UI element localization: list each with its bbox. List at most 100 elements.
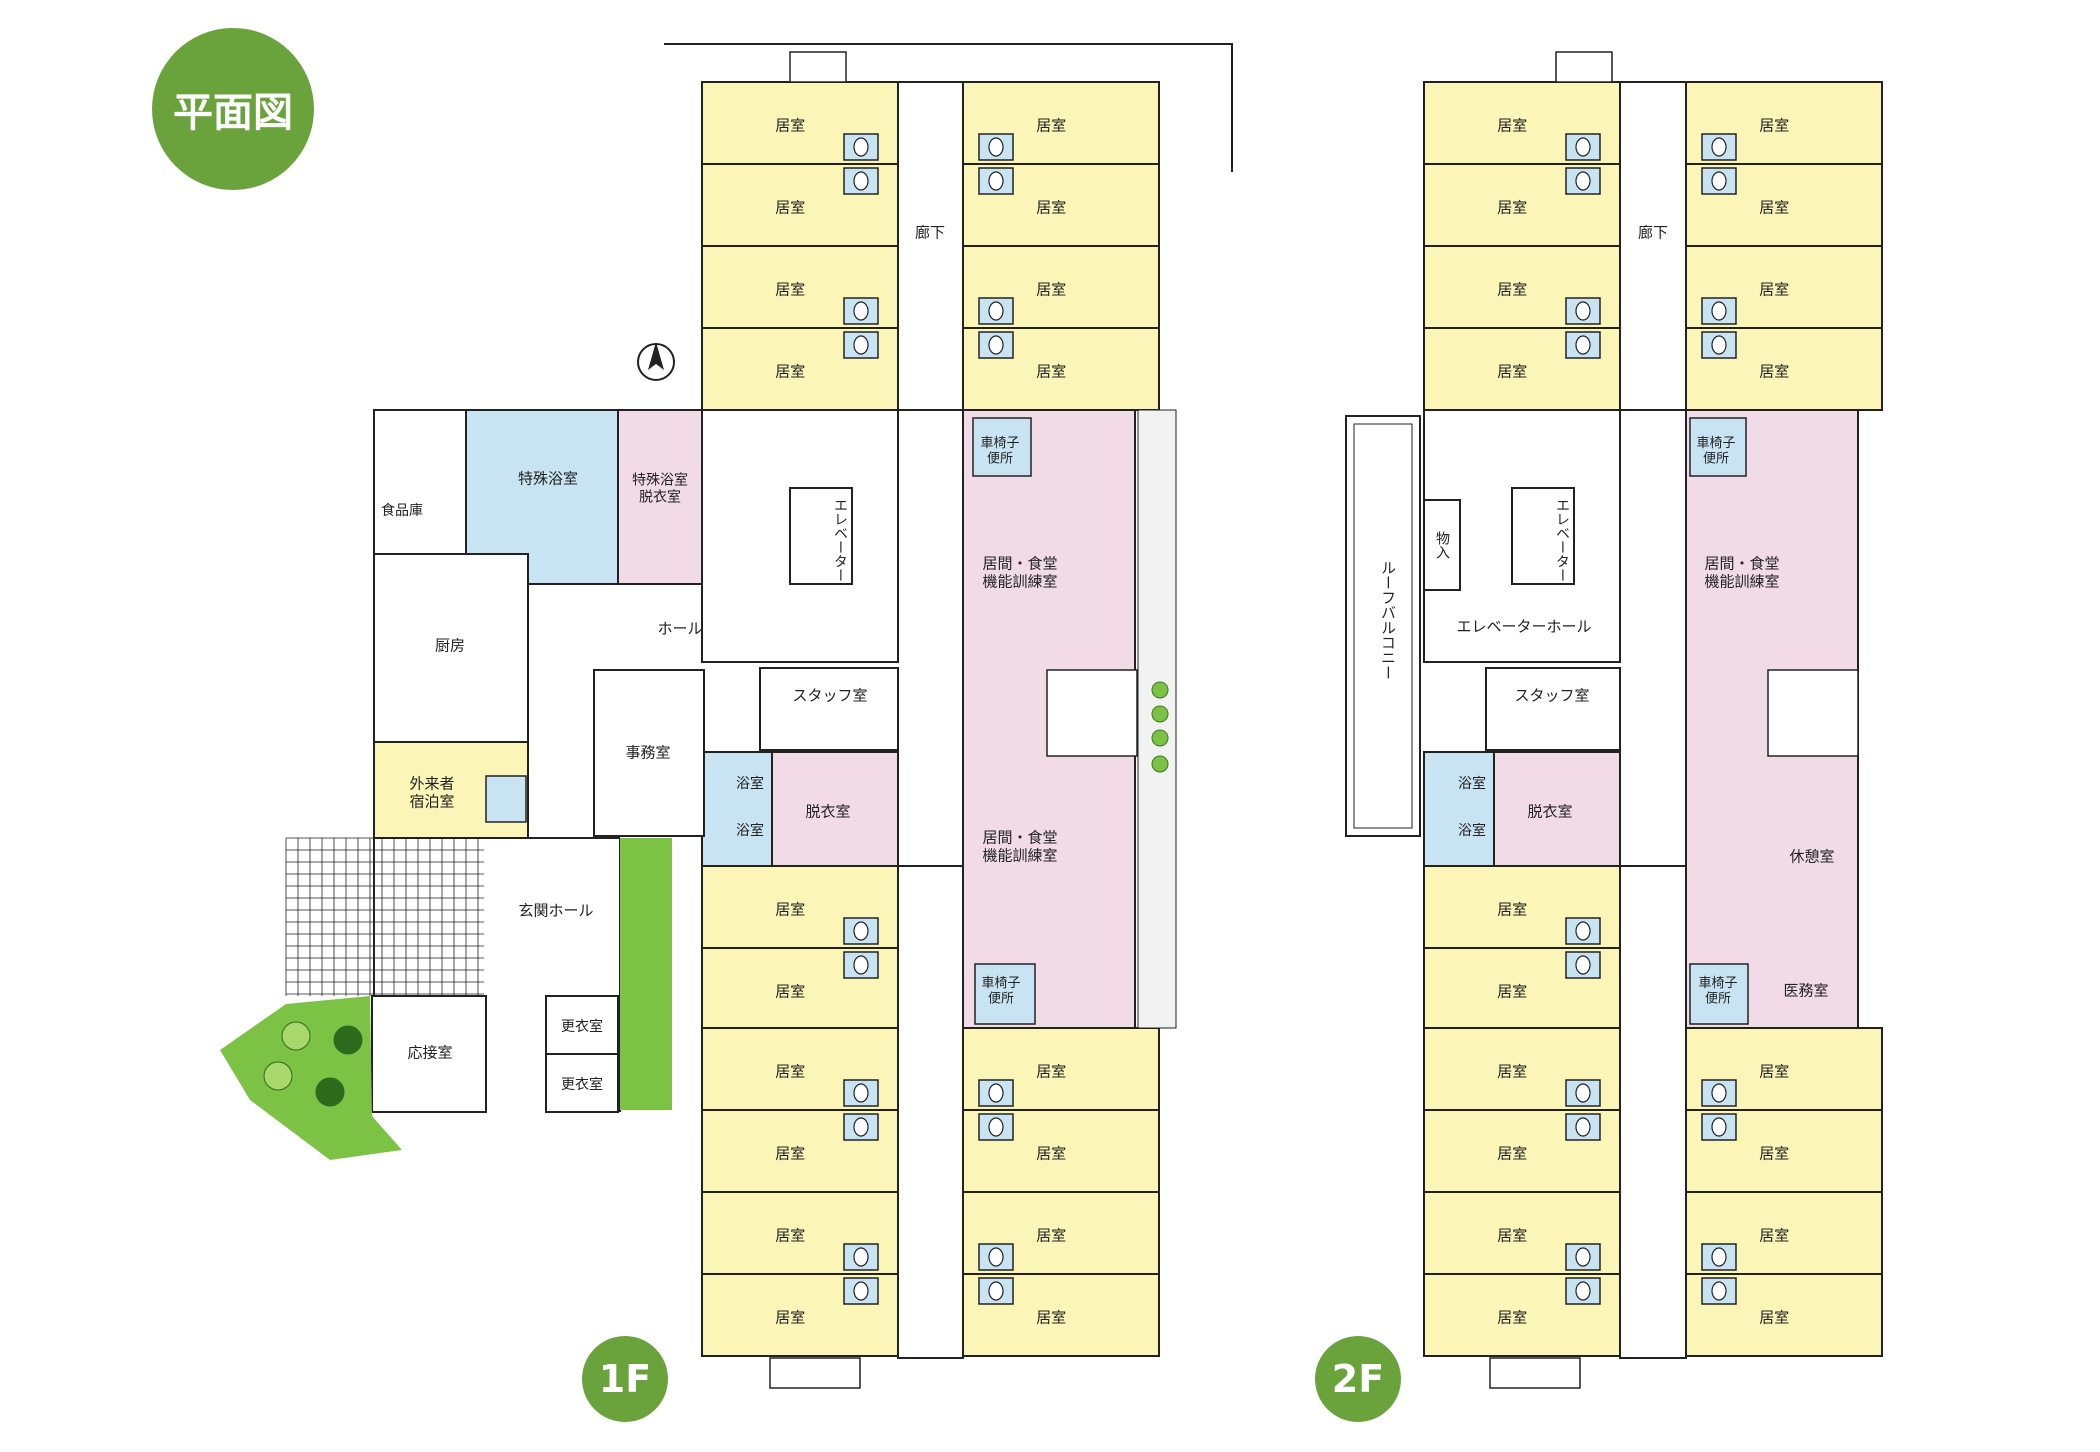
2f-nw-room-label-3: 居室 <box>1497 362 1527 380</box>
2f-sw-b-room-label-1: 居室 <box>1497 1144 1527 1162</box>
2f-sw-b-toilet-2-bowl <box>1575 1247 1591 1267</box>
2f-corridor-lower <box>1619 865 1687 1359</box>
1f-ne-toilet-2-bowl <box>988 301 1004 321</box>
2f-wc-lower-label: 車椅子便所 <box>1698 976 1737 1007</box>
2f-bath <box>1423 751 1495 867</box>
2f-nw-toilet-0-bowl <box>1575 137 1591 157</box>
1f-island-kitchen <box>1046 669 1138 757</box>
2f-se-room-label-3: 居室 <box>1759 1308 1789 1326</box>
1f-terrace-outline <box>664 43 1233 172</box>
1f-elevator-label: エレベーター <box>832 498 848 582</box>
1f-wc-lower-label: 車椅子便所 <box>981 976 1020 1007</box>
2f-staff-room <box>1485 667 1621 751</box>
1f-sw-b-room-label-2: 居室 <box>775 1226 805 1244</box>
2f-se-room-label-1: 居室 <box>1759 1144 1789 1162</box>
floor-1f-badge: 1F <box>582 1336 668 1422</box>
1f-nw-room-label-3: 居室 <box>775 362 805 380</box>
2f-nw-toilet-3-bowl <box>1575 335 1591 355</box>
1f-guest-wc <box>485 775 527 823</box>
1f-sw-b-toilet-0-bowl <box>853 1083 869 1103</box>
1f-sw-a-toilet-1-bowl <box>853 955 869 975</box>
1f-office <box>593 669 705 837</box>
1f-corridor-lower <box>897 865 964 1359</box>
2f-ne-toilet-1-bowl <box>1711 171 1727 191</box>
1f-sw-b-room-2 <box>701 1191 899 1275</box>
2f-ne-toilet-0-bowl <box>1711 137 1727 157</box>
1f-se-room-label-3: 居室 <box>1036 1308 1066 1326</box>
2f-storage <box>1423 499 1461 591</box>
1f-special-bath-label: 特殊浴室 <box>518 469 578 487</box>
2f-se-toilet-1-bowl <box>1711 1117 1727 1137</box>
2f-sw-a-toilet-0-bowl <box>1575 921 1591 941</box>
2f-nw-room-label-1: 居室 <box>1497 198 1527 216</box>
1f-planter-3 <box>1151 755 1169 773</box>
2f-corridor-upper <box>1619 81 1687 411</box>
1f-sw-b-room-label-1: 居室 <box>775 1144 805 1162</box>
1f-wc-lower <box>974 963 1036 1025</box>
1f-sw-a-toilet-0-bowl <box>853 921 869 941</box>
2f-ne-room-label-0: 居室 <box>1759 116 1789 134</box>
1f-bath-label-2: 浴室 <box>736 822 764 839</box>
1f-nw-toilet-0-bowl <box>853 137 869 157</box>
2f-changing <box>1493 751 1621 867</box>
1f-entrance-label: 玄関ホール <box>518 901 593 919</box>
1f-changing-label: 脱衣室 <box>805 802 850 820</box>
2f-wc-upper-label: 車椅子便所 <box>1696 436 1735 467</box>
1f-food-storage <box>373 409 467 555</box>
1f-ne-room-label-3: 居室 <box>1036 362 1066 380</box>
1f-garden-strip <box>620 838 672 1110</box>
1f-ne-room-label-2: 居室 <box>1036 280 1066 298</box>
2f-se-room-label-0: 居室 <box>1759 1062 1789 1080</box>
1f-staff-label: スタッフ室 <box>792 686 867 704</box>
1f-wc-upper-label: 車椅子便所 <box>980 436 1019 467</box>
1f-bath-label-1: 浴室 <box>736 775 764 792</box>
1f-special-bath-changing <box>617 409 703 585</box>
plan-title-badge: 平面図 <box>152 28 314 190</box>
2f-ne-room-label-2: 居室 <box>1759 280 1789 298</box>
1f-bath <box>701 751 773 867</box>
1f-ne-toilet-3-bowl <box>988 335 1004 355</box>
1f-sw-b-room-label-0: 居室 <box>775 1062 805 1080</box>
2f-roof-balcony-label: ルーフバルコニー <box>1379 560 1397 680</box>
2f-wc-lower <box>1689 963 1749 1025</box>
2f-sw-b-toilet-0-bowl <box>1575 1083 1591 1103</box>
1f-planter-0 <box>1151 681 1169 699</box>
1f-locker-1-label: 更衣室 <box>561 1018 603 1035</box>
1f-tree-0 <box>281 1021 311 1051</box>
1f-locker-2 <box>545 1053 619 1113</box>
1f-office-label: 事務室 <box>625 743 670 761</box>
2f-nw-room-label-2: 居室 <box>1497 280 1527 298</box>
2f-se-toilet-3-bowl <box>1711 1281 1727 1301</box>
2f-sw-a-toilet-1-bowl <box>1575 955 1591 975</box>
2f-medical-label: 医務室 <box>1783 981 1828 999</box>
1f-north-stair <box>789 51 847 83</box>
1f-ne-room-label-0: 居室 <box>1036 116 1066 134</box>
2f-elevator-hall-label: エレベーターホール <box>1456 617 1591 635</box>
1f-sw-b-toilet-1-bowl <box>853 1117 869 1137</box>
1f-elevator <box>789 487 853 585</box>
1f-nw-toilet-2-bowl <box>853 301 869 321</box>
1f-food-storage-label: 食品庫 <box>381 502 423 519</box>
1f-sw-b-toilet-3-bowl <box>853 1281 869 1301</box>
2f-living-label: 居間・食堂機能訓練室 <box>1704 554 1779 590</box>
2f-bath-label-2: 浴室 <box>1458 822 1486 839</box>
2f-sw-b-room-label-2: 居室 <box>1497 1226 1527 1244</box>
2f-ne-toilet-3-bowl <box>1711 335 1727 355</box>
1f-se-toilet-1-bowl <box>988 1117 1004 1137</box>
north-arrow-needle-icon <box>648 342 664 370</box>
1f-se-room-label-0: 居室 <box>1036 1062 1066 1080</box>
2f-nw-toilet-1-bowl <box>1575 171 1591 191</box>
1f-locker-2-label: 更衣室 <box>561 1076 603 1093</box>
2f-staff-label: スタッフ室 <box>1514 686 1589 704</box>
1f-corridor-label: 廊下 <box>915 223 945 241</box>
1f-nw-room-label-1: 居室 <box>775 198 805 216</box>
1f-staff-room <box>759 667 899 751</box>
1f-guest-room-label: 外来者宿泊室 <box>409 774 454 810</box>
2f-changing-label: 脱衣室 <box>1527 802 1572 820</box>
2f-bath-label-1: 浴室 <box>1458 775 1486 792</box>
2f-sw-b-room-label-3: 居室 <box>1497 1308 1527 1326</box>
1f-nw-room-label-0: 居室 <box>775 116 805 134</box>
1f-sw-b-toilet-2-bowl <box>853 1247 869 1267</box>
1f-se-toilet-2-bowl <box>988 1247 1004 1267</box>
1f-special-bath-changing-label: 特殊浴室脱衣室 <box>632 472 688 506</box>
